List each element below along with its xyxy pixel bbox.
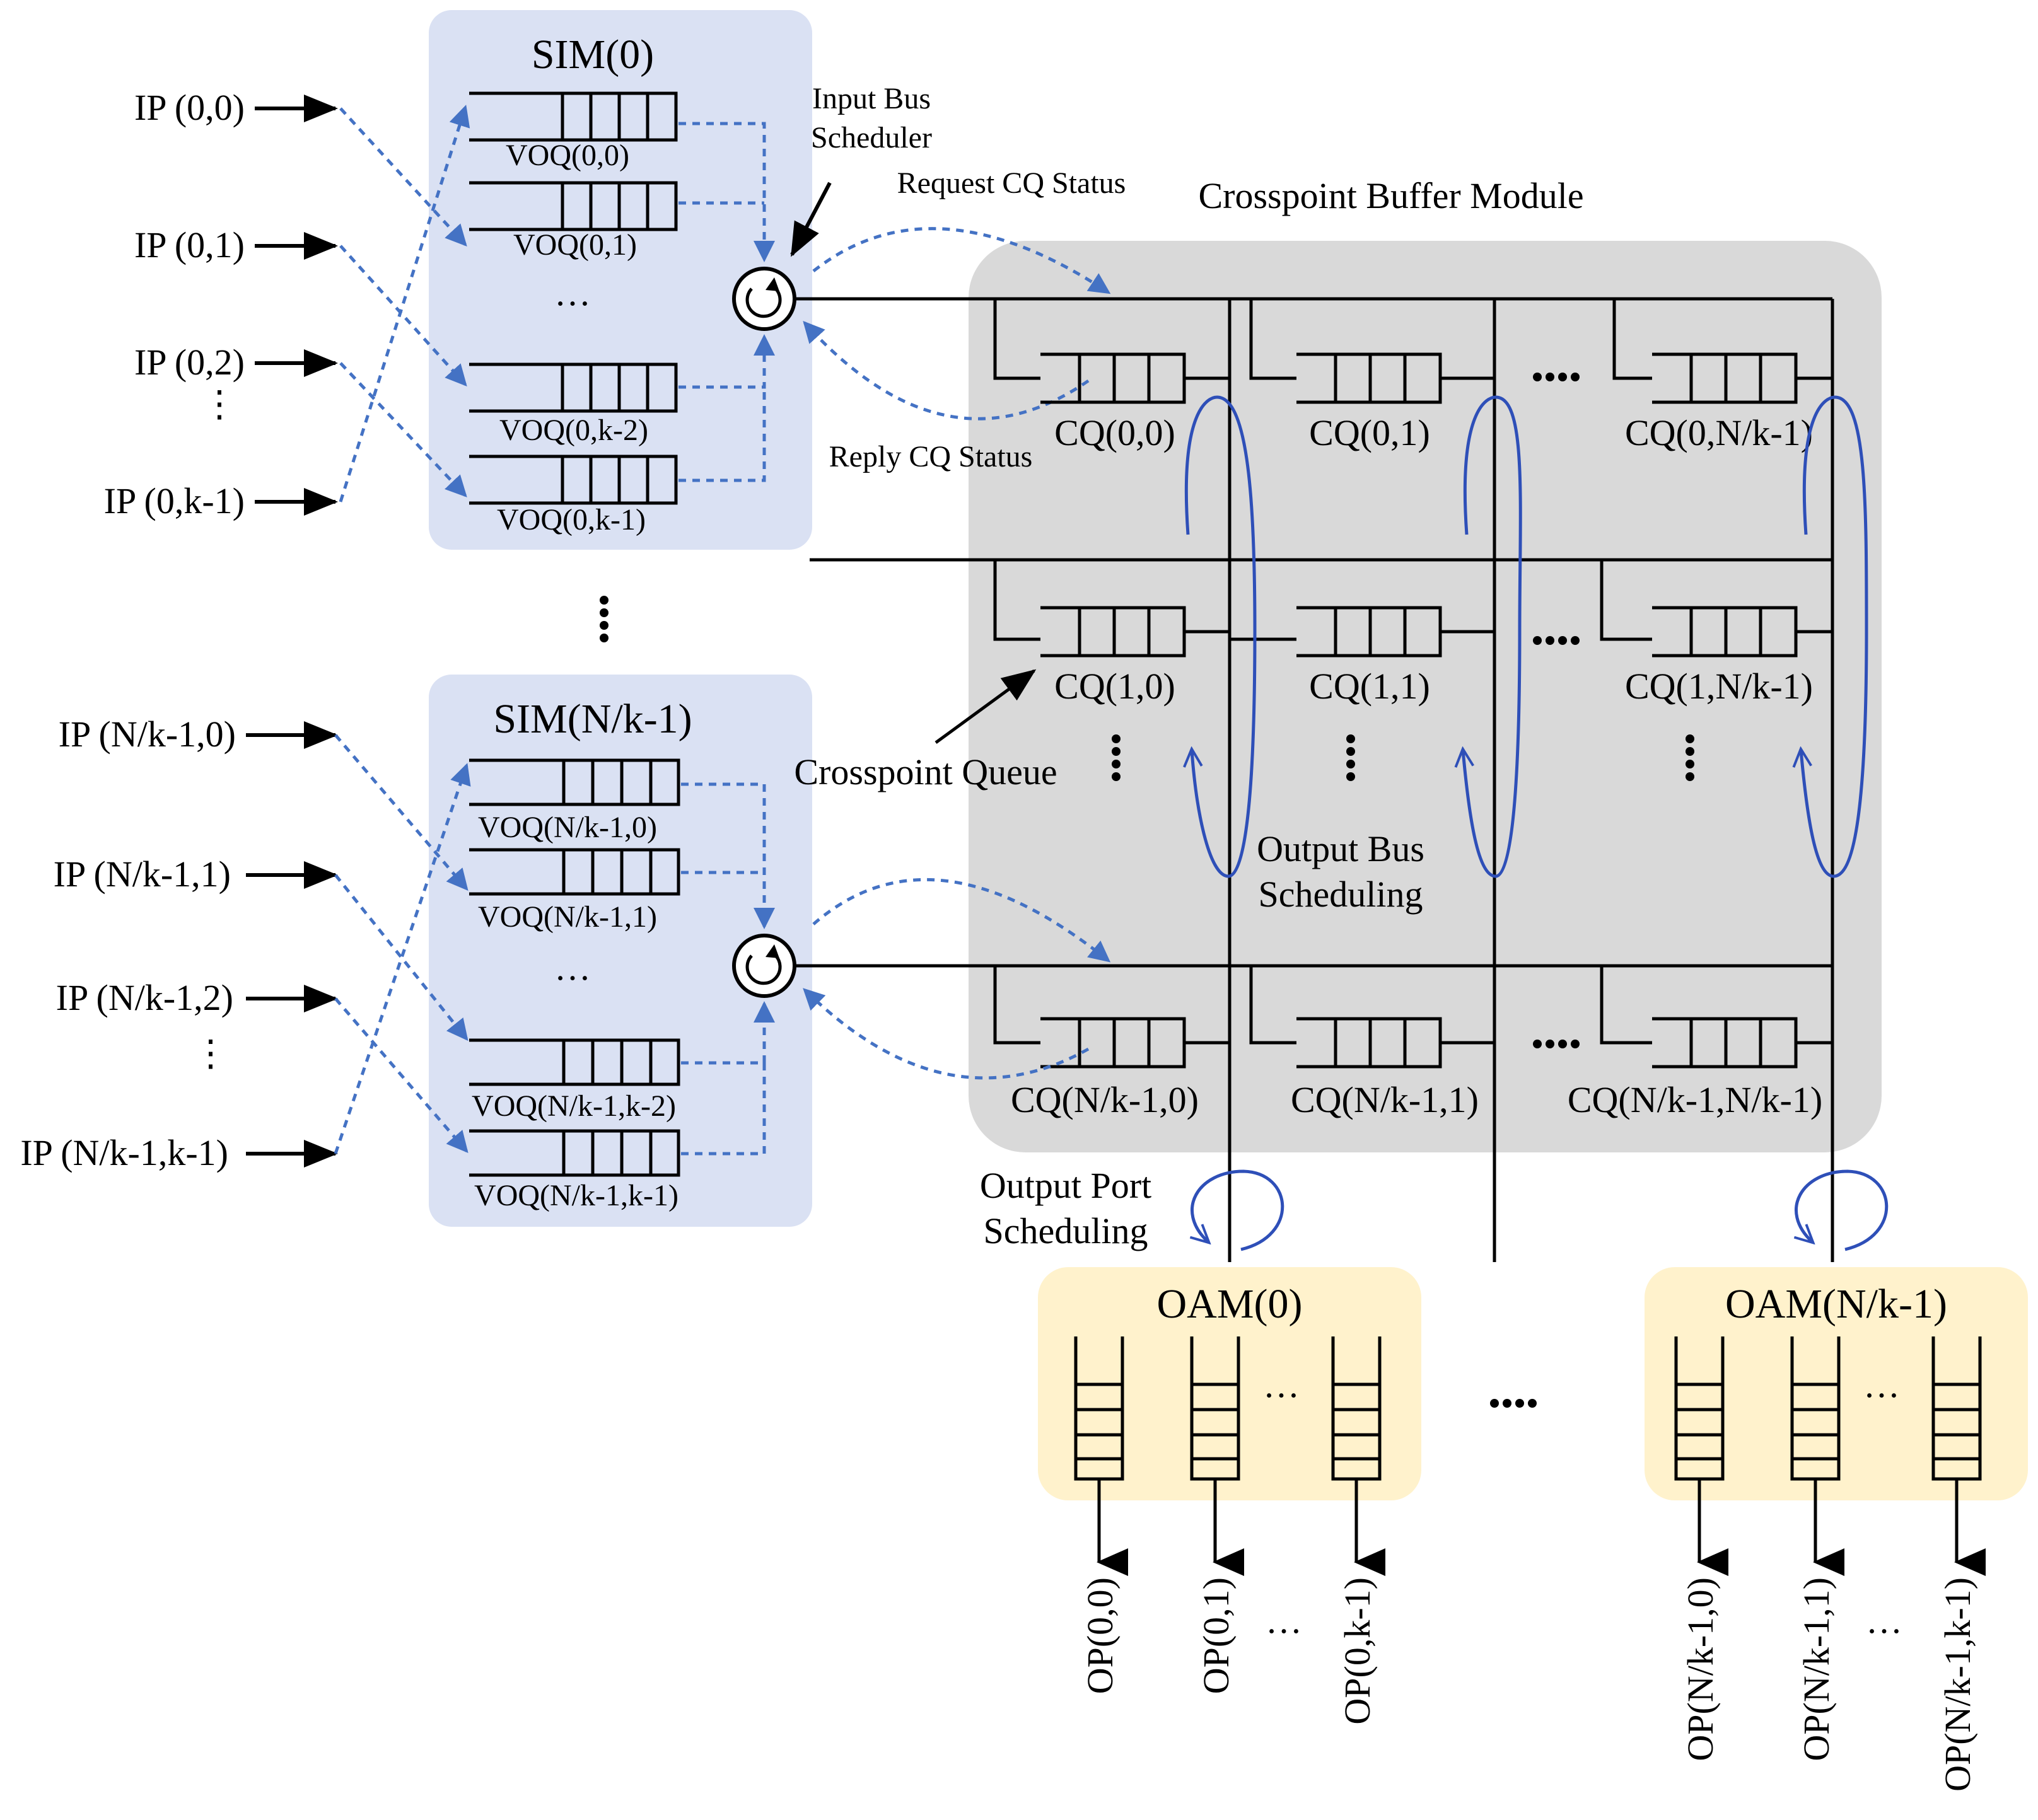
- sim1-input-1: IP (N/k-1,1): [54, 854, 231, 895]
- input-bus-scheduler-label-1: Input Bus: [812, 82, 931, 115]
- sim1-input-0: IP (N/k-1,0): [59, 714, 236, 755]
- cq-label-1-0: CQ(1,0): [1054, 666, 1175, 707]
- cq-label-0-1: CQ(0,1): [1309, 412, 1430, 453]
- sim0-panel: [429, 10, 812, 550]
- crosspoint-queue-label: Crosspoint Queue: [794, 751, 1057, 792]
- output-bus-scheduling-label-2: Scheduling: [1259, 874, 1423, 915]
- sim0-voq-label-1: VOQ(0,1): [513, 228, 637, 262]
- sim1-input-routing: [334, 734, 471, 1154]
- sim1-voq-label-2: VOQ(N/k-1,k-2): [472, 1089, 676, 1123]
- sim-vertical-ellipsis: [600, 596, 608, 642]
- output-bus-scheduling-loops: [1186, 395, 1868, 878]
- sim0-input-3: IP (0,k-1): [104, 480, 245, 521]
- output-bus-scheduling-label-1: Output Bus: [1257, 828, 1424, 869]
- output-port-scheduling-label-2: Scheduling: [984, 1210, 1148, 1251]
- oam1-output-1: OP(N/k-1,1): [1796, 1577, 1837, 1761]
- sim0-inputs: [255, 95, 338, 516]
- sim1-voq-ellipsis: …: [554, 947, 591, 988]
- cq-label-2-1: CQ(N/k-1,1): [1291, 1079, 1479, 1120]
- sim0-voq-label-3: VOQ(0,k-1): [497, 503, 646, 536]
- crosspoint-queue-shapes: [993, 299, 1832, 1069]
- sim1-reply-arrow: [803, 988, 1090, 1080]
- crosspoint-buffer-module-title: Crosspoint Buffer Module: [1198, 175, 1583, 216]
- oam0-output-0: OP(0,0): [1080, 1577, 1121, 1694]
- request-cq-status-label: Request CQ Status: [897, 166, 1126, 200]
- oam1-output-ellipsis: …: [1866, 1600, 1902, 1641]
- oam0-output-2: OP(0,k-1): [1337, 1577, 1378, 1725]
- oam0-title: OAM(0): [1157, 1281, 1303, 1327]
- oam0-output-ellipsis: …: [1266, 1600, 1302, 1641]
- sim1-inputs: [246, 721, 338, 1168]
- sim1-input-3: IP (N/k-1,k-1): [20, 1132, 228, 1173]
- cq-label-0-0: CQ(0,0): [1054, 412, 1175, 453]
- output-port-scheduling-label-1: Output Port: [980, 1165, 1151, 1206]
- sim1-voq-label-3: VOQ(N/k-1,k-1): [474, 1179, 678, 1212]
- cq-label-2-2: CQ(N/k-1,N/k-1): [1568, 1079, 1822, 1120]
- sim1-input-bus-scheduler: [732, 934, 796, 998]
- cq-label-2-0: CQ(N/k-1,0): [1011, 1079, 1199, 1120]
- sim0-input-1: IP (0,1): [134, 224, 245, 265]
- cq-column-ellipses: [1533, 373, 1580, 1048]
- sim1-request-arrow: [812, 878, 1111, 963]
- sim0-voq-to-scheduler: [678, 122, 775, 482]
- oam1-output-0: OP(N/k-1,0): [1680, 1577, 1721, 1761]
- output-port-scheduling-loops: [1192, 1169, 1889, 1251]
- input-bus-scheduler-label-2: Scheduler: [811, 121, 932, 154]
- oam0-queue-ellipsis: …: [1263, 1364, 1300, 1405]
- sim0-input-routing: [339, 105, 470, 502]
- crossbar-bus-lines: [796, 297, 1834, 1262]
- sim1-input-vdots: ⋮: [192, 1033, 229, 1074]
- sim1-voq-to-scheduler: [681, 782, 775, 1156]
- sim0-title: SIM(0): [532, 32, 654, 78]
- sim0-input-bus-scheduler: [732, 267, 796, 331]
- oam0-output-1: OP(0,1): [1196, 1577, 1237, 1694]
- cq-label-1-2: CQ(1,N/k-1): [1625, 666, 1813, 707]
- request-cq-status-arrow: [812, 227, 1111, 294]
- sim0-voq-queues: [469, 91, 678, 505]
- sim0-input-0: IP (0,0): [134, 87, 245, 128]
- oam-between-ellipsis: [1490, 1399, 1537, 1408]
- oam1-title: OAM(N/k-1): [1725, 1281, 1947, 1327]
- crosspoint-queue-pointer: [935, 669, 1037, 745]
- cq-label-1-1: CQ(1,1): [1309, 666, 1430, 707]
- oam1-queue-ellipsis: …: [1863, 1364, 1900, 1405]
- cq-row-ellipses: [1112, 734, 1694, 781]
- sim0-voq-ellipsis: …: [554, 272, 591, 313]
- sim1-voq-label-1: VOQ(N/k-1,1): [478, 900, 657, 934]
- sim1-input-2: IP (N/k-1,2): [56, 977, 233, 1018]
- sim0-input-vdots: ⋮: [201, 383, 238, 424]
- input-bus-scheduler-pointer: [790, 182, 832, 257]
- crosspoint-buffer-module-panel: [969, 241, 1882, 1152]
- reply-cq-status-label: Reply CQ Status: [829, 440, 1033, 473]
- output-port-arrows: [1097, 1479, 1986, 1576]
- sim1-voq-label-0: VOQ(N/k-1,0): [478, 811, 657, 844]
- sim1-title: SIM(N/k-1): [493, 696, 692, 742]
- sim1-voq-queues: [469, 758, 680, 1177]
- oam1-output-2: OP(N/k-1,k-1): [1937, 1577, 1978, 1792]
- sim0-voq-label-0: VOQ(0,0): [506, 139, 629, 172]
- sim0-input-2: IP (0,2): [134, 342, 245, 383]
- cq-label-0-2: CQ(0,N/k-1): [1625, 412, 1813, 453]
- sim0-voq-label-2: VOQ(0,k-2): [499, 414, 648, 447]
- sim1-panel: [429, 675, 812, 1227]
